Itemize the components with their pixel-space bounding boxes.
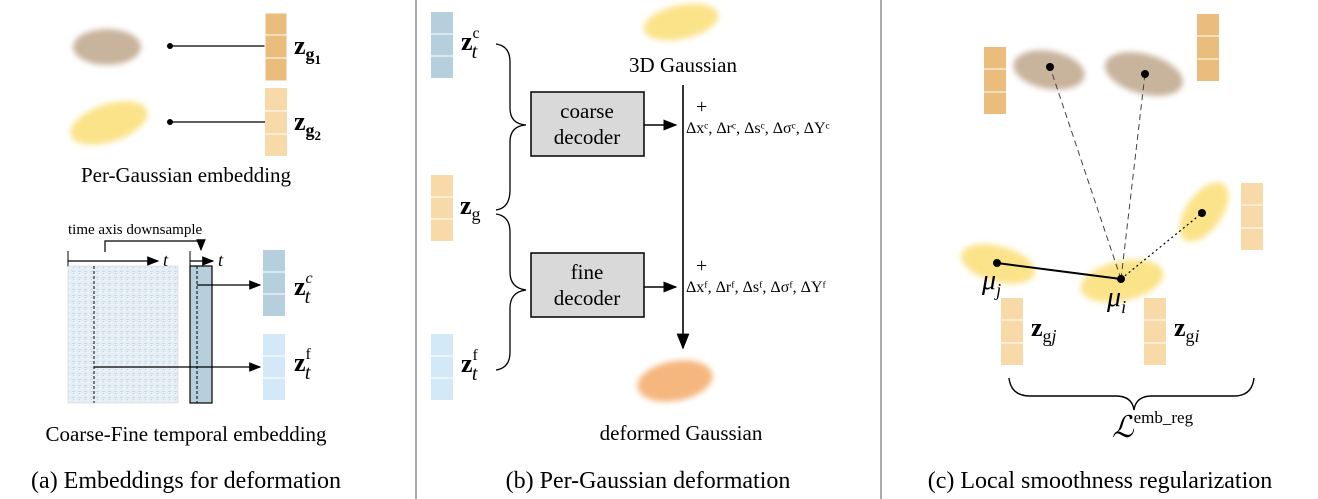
embedding-zg1-bar	[264, 12, 288, 82]
gaussian-deformed	[637, 360, 713, 402]
temporal-matrix-down	[189, 265, 213, 404]
deformed-label: deformed Gaussian	[600, 421, 763, 445]
gaussian-3d	[643, 3, 719, 41]
embedding-zgj-bar	[1001, 298, 1023, 365]
svg-text:decoder: decoder	[554, 286, 620, 310]
caption-a: (a) Embeddings for deformation	[31, 468, 341, 494]
zgi-label: zgi	[1174, 313, 1200, 346]
embedding-zf-bar	[263, 334, 285, 400]
embedding-zg2-bar	[265, 88, 287, 156]
embedding-zf-bar-b	[431, 334, 453, 400]
gaussian-brown	[73, 29, 141, 65]
t-label-2: t	[218, 250, 224, 270]
temporal-caption: Coarse-Fine temporal embedding	[45, 422, 327, 446]
embedding-zgi-bar	[1144, 298, 1166, 365]
zg1-label: zg1	[294, 31, 321, 67]
brace-loss	[1008, 377, 1255, 411]
panel-a: zg1 zg2 Per-Gaussian embedding time axis…	[31, 12, 341, 494]
svg-text:coarse: coarse	[560, 99, 614, 123]
coarse-deltas: Δxᶜ, Δrᶜ, Δsᶜ, Δσᶜ, ΔYᶜ	[686, 120, 830, 137]
embedding-zg-bar-b	[431, 175, 453, 241]
svg-text:decoder: decoder	[554, 125, 620, 149]
mu-i-label: μi	[1106, 282, 1126, 317]
embedding-bar-c1	[984, 47, 1006, 114]
zg-label-b: zg	[460, 191, 481, 224]
panel-c: μj μi zgj zgi ℒemb_reg (c) Local smoothn…	[928, 14, 1273, 494]
fine-deltas: Δxᶠ, Δrᶠ, Δsᶠ, Δσᶠ, ΔYᶠ	[686, 279, 827, 296]
embedding-bar-c3	[1241, 183, 1263, 250]
caption-b: (b) Per-Gaussian deformation	[506, 468, 791, 494]
zgj-label: zgj	[1031, 313, 1057, 346]
per-gaussian-caption: Per-Gaussian embedding	[81, 163, 292, 187]
coarse-decoder	[530, 91, 645, 157]
embedding-zc-bar-b	[431, 12, 453, 78]
mu-j-label: μj	[981, 265, 1001, 300]
gaussian-yellow	[70, 101, 148, 145]
svg-text:fine: fine	[571, 260, 604, 284]
zg2-label: zg2	[294, 107, 321, 143]
brace-fine	[495, 213, 527, 371]
gaussian-label: 3D Gaussian	[629, 53, 737, 77]
caption-c: (c) Local smoothness regularization	[928, 468, 1273, 494]
embedding-zc-bar	[263, 250, 285, 316]
embedding-bar-c2	[1197, 14, 1219, 81]
loss-label: ℒemb_reg	[1112, 408, 1194, 444]
time-axis-label: time axis downsample	[68, 222, 202, 238]
svg-text:+: +	[696, 255, 707, 277]
fine-decoder	[530, 252, 645, 318]
temporal-matrix-full	[67, 265, 179, 404]
brace-coarse	[495, 43, 527, 211]
svg-text:+: +	[696, 96, 707, 118]
t-label-1: t	[163, 250, 169, 270]
